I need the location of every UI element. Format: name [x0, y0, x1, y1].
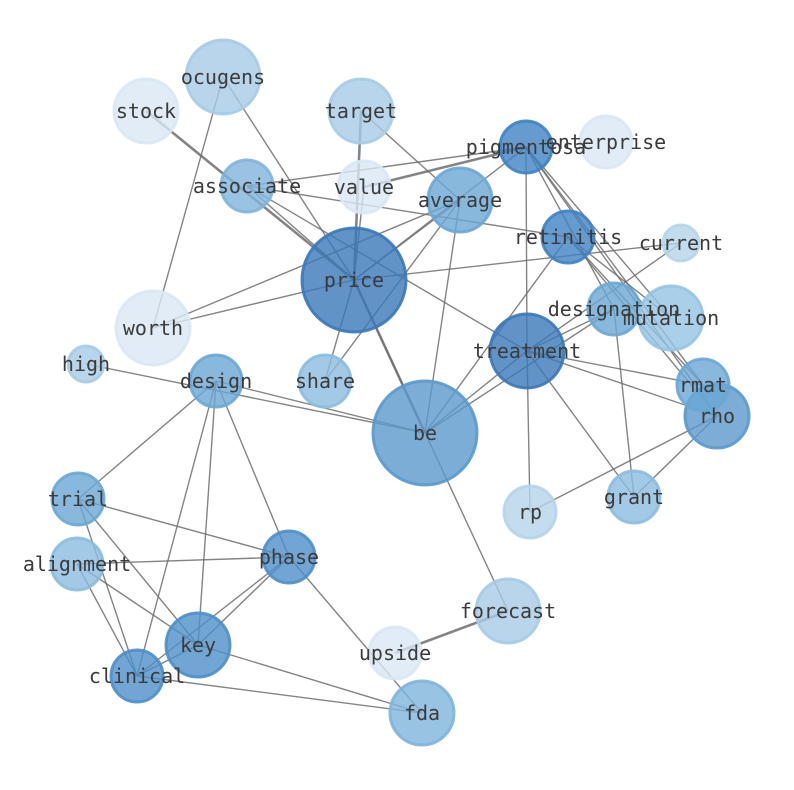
node-label-pigmentosa: pigmentosa [466, 135, 586, 159]
edge-key-fda [197, 644, 423, 714]
node-label-enterprise: enterprise [546, 130, 666, 154]
node-label-designation: designation [548, 297, 680, 321]
node-retinitis[interactable] [540, 209, 596, 265]
node-average[interactable] [426, 166, 494, 234]
node-label-grant: grant [604, 485, 664, 509]
edge-high-be [85, 363, 426, 434]
labels-layer: price be treatment pigmentosa retinitis rho ke… [23, 65, 735, 725]
node-label-rmat: rmat [679, 373, 727, 397]
node-upside[interactable] [367, 625, 423, 681]
node-label-rp: rp [518, 500, 542, 524]
node-label-trial: trial [48, 487, 108, 511]
node-label-forecast: forecast [460, 599, 556, 623]
node-trial[interactable] [50, 471, 106, 527]
edge-designation-grant [613, 308, 635, 498]
edge-associate-retinitis [246, 185, 569, 238]
edge-design-clinical [136, 380, 217, 677]
node-be[interactable] [371, 379, 479, 487]
node-label-be: be [413, 421, 437, 445]
node-label-current: current [639, 231, 723, 255]
edge-worth-ocugens [152, 76, 224, 329]
node-treatment[interactable] [488, 312, 566, 390]
edge-phase-fda [288, 556, 423, 714]
node-label-associate: associate [193, 174, 301, 198]
node-rmat[interactable] [675, 357, 731, 413]
node-value[interactable] [336, 159, 392, 215]
node-high[interactable] [66, 344, 106, 384]
edge-trial-phase [77, 498, 290, 558]
node-label-high: high [62, 352, 110, 376]
node-fda[interactable] [388, 679, 456, 747]
node-label-key: key [180, 633, 216, 657]
node-label-clinical: clinical [89, 664, 185, 688]
node-stock[interactable] [112, 77, 180, 145]
node-label-worth: worth [123, 316, 183, 340]
nodes-layer [49, 38, 751, 747]
node-label-average: average [418, 188, 502, 212]
node-phase[interactable] [261, 529, 317, 585]
node-ocugens[interactable] [184, 38, 262, 116]
node-key[interactable] [164, 611, 232, 679]
node-label-stock: stock [116, 99, 176, 123]
edge-price-current [353, 242, 682, 281]
edge-associate-pigmentosa [246, 146, 527, 187]
node-enterprise[interactable] [578, 114, 634, 170]
node-label-mutation: mutation [623, 306, 719, 330]
node-price[interactable] [300, 226, 408, 334]
node-label-phase: phase [259, 545, 319, 569]
node-rp[interactable] [502, 484, 558, 540]
node-target[interactable] [327, 77, 395, 145]
node-pigmentosa[interactable] [498, 119, 554, 175]
edge-pigmentosa-mutation [525, 146, 672, 319]
node-current[interactable] [661, 223, 701, 263]
edge-design-trial [77, 380, 217, 500]
node-grant[interactable] [606, 469, 662, 525]
node-label-value: value [334, 175, 394, 199]
node-clinical[interactable] [109, 648, 165, 704]
node-label-upside: upside [359, 641, 431, 665]
edge-design-phase [215, 380, 290, 558]
node-label-rho: rho [699, 404, 735, 428]
node-forecast[interactable] [474, 577, 542, 645]
node-label-alignment: alignment [23, 552, 131, 576]
node-worth[interactable] [114, 289, 192, 367]
edge-rho-rp [529, 415, 718, 513]
node-label-retinitis: retinitis [514, 225, 622, 249]
node-share[interactable] [297, 353, 353, 409]
node-design[interactable] [188, 353, 244, 409]
node-label-design: design [180, 369, 252, 393]
node-label-target: target [325, 99, 397, 123]
node-label-price: price [324, 268, 384, 292]
node-label-fda: fda [404, 701, 440, 725]
edge-design-key [197, 380, 217, 646]
edge-value-pigmentosa [363, 145, 527, 189]
node-label-ocugens: ocugens [181, 65, 265, 89]
node-label-treatment: treatment [473, 339, 581, 363]
node-alignment[interactable] [49, 536, 105, 592]
edge-alignment-phase [76, 556, 290, 565]
node-mutation[interactable] [637, 284, 705, 352]
node-associate[interactable] [219, 158, 275, 214]
edge-clinical-fda [136, 675, 423, 714]
edge-trial-clinical [77, 498, 138, 677]
node-label-share: share [295, 369, 355, 393]
